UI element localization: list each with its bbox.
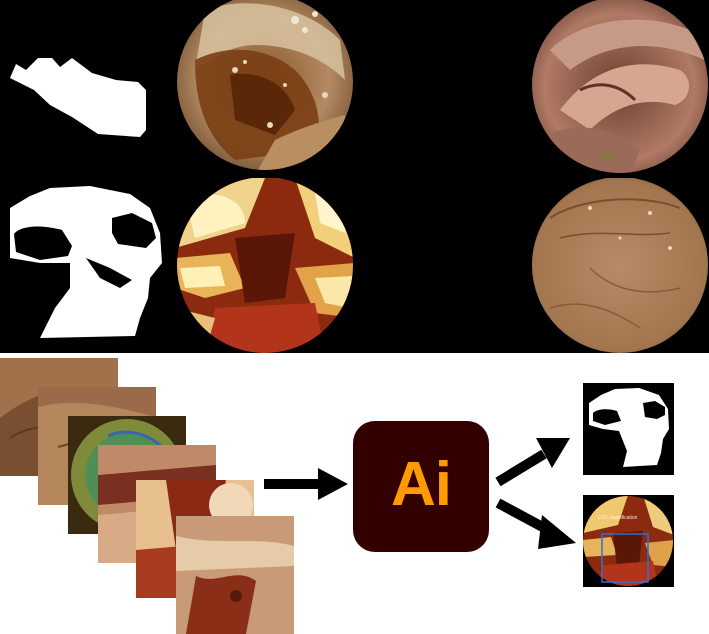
top-frame-2 <box>177 178 353 353</box>
ai-model-logo: Ai <box>353 421 489 552</box>
ai-logo-text: Ai <box>391 449 452 519</box>
top-frame-1 <box>177 0 353 170</box>
model-to-mask-arrow <box>495 438 570 487</box>
output-frame <box>583 495 674 587</box>
output-mask <box>583 383 674 475</box>
output-frame-label: 0.91 classification <box>598 515 638 521</box>
top-left-mask-1 <box>10 58 146 137</box>
detection-bounding-box <box>601 533 649 583</box>
stack-frame-6 <box>176 516 294 634</box>
right-bottom-frame <box>532 178 708 353</box>
top-left-mask-2 <box>10 186 162 338</box>
model-to-frame-arrow <box>495 498 576 549</box>
input-to-model-arrow <box>264 468 348 500</box>
right-top-frame <box>532 0 708 173</box>
